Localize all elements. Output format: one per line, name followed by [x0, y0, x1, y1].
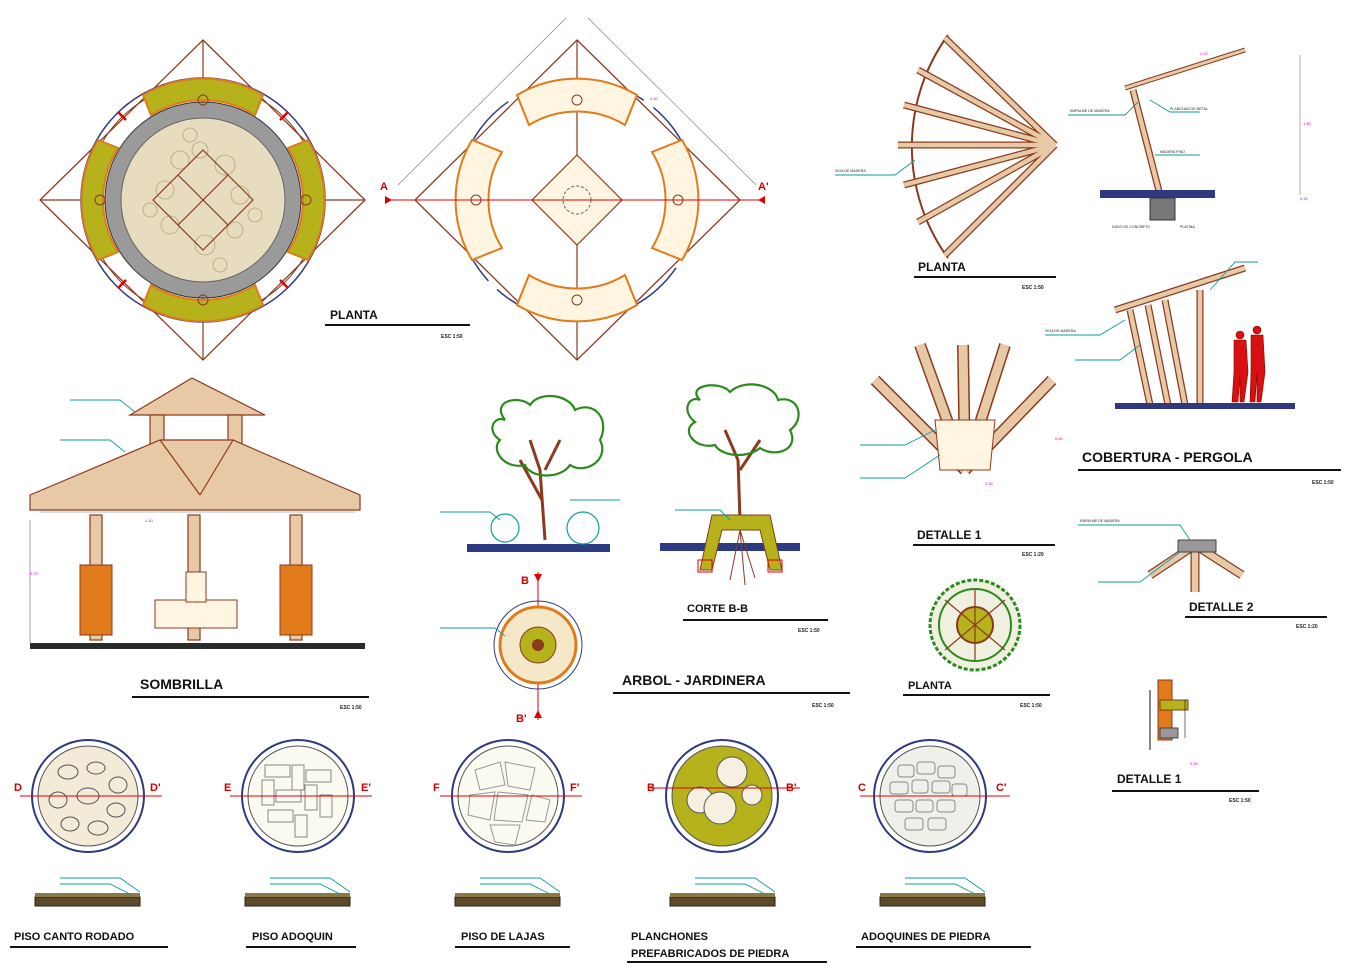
pavement-adoquines-piedra [860, 739, 1010, 907]
pavement-label-adoquines-piedra: ADOQUINES DE PIEDRA [861, 931, 991, 943]
detalle1-bench [1149, 679, 1189, 750]
cobertura-title: COBERTURA - PERGOLA [1082, 449, 1253, 465]
arbol-planta-title: PLANTA [908, 680, 952, 692]
section-mark-f-prime: F' [570, 782, 580, 794]
section-mark-a-prime: A' [758, 181, 769, 193]
sombrilla-scale: ESC 1:50 [340, 705, 362, 711]
annot-viga: VIGA DE MADERA [1045, 329, 1076, 333]
pergola-side-section [1068, 47, 1301, 221]
pergola-planta-title: PLANTA [918, 260, 966, 274]
section-mark-c: C [858, 782, 866, 794]
annot-madera-pino: MADERA PINO [1160, 150, 1185, 154]
arbol-planta-scale: ESC 1:50 [1020, 703, 1042, 709]
arbol-planta-round [928, 578, 1022, 672]
pavement-label-adoquin: PISO ADOQUIN [252, 931, 333, 943]
annot-platina: PLATINA [1180, 225, 1195, 229]
arbol-planta-small [440, 572, 583, 720]
detalle2-scale: ESC 1:20 [1296, 624, 1318, 630]
detalle1b-title-block: DETALLE 1 ESC 1:50 [1112, 772, 1259, 804]
pavement-label-canto-rodado: PISO CANTO RODADO [14, 931, 135, 943]
annot-empalme-d2: EMPALME DE MADERA [1080, 519, 1120, 523]
planta-title: PLANTA [330, 308, 378, 322]
arbol-elevation [440, 394, 620, 552]
arbol-planta-title-block: PLANTA ESC 1:50 [903, 680, 1050, 709]
cobertura-scale: ESC 1:50 [1312, 480, 1334, 486]
cobertura-title-block: COBERTURA - PERGOLA ESC 1:50 [1078, 449, 1341, 486]
section-mark-f: F [433, 782, 440, 794]
pavement-label-planchones-1: PLANCHONES [631, 931, 708, 943]
detalle1b-scale: ESC 1:50 [1229, 798, 1251, 804]
dim-planta-span: 2.40 [650, 96, 659, 101]
pavement-adoquin [230, 739, 372, 907]
detalle2-joint [1078, 524, 1245, 592]
dim-pergola-span: 2.20 [1200, 51, 1209, 56]
pavement-planchones [650, 739, 800, 907]
detalle2-title-block: DETALLE 2 ESC 1:20 [1185, 600, 1327, 630]
section-mark-c-prime: C' [996, 782, 1007, 794]
detalle1-fan [860, 342, 1057, 479]
dim-detalle1-a: 0.60 [1055, 436, 1064, 441]
section-mark-b-prime-planchones: B' [786, 782, 797, 794]
section-mark-d-prime: D' [150, 782, 161, 794]
dim-sombrilla-bay: 1.10 [145, 518, 154, 523]
pavement-label-planchones-2: PREFABRICADOS DE PIEDRA [631, 948, 789, 960]
section-mark-d: D [14, 782, 22, 794]
dim-sombrilla-height: 2.70 [30, 571, 39, 576]
detalle1-title-block: DETALLE 1 ESC 1:20 [913, 528, 1055, 558]
section-mark-a: A [380, 181, 388, 193]
planta-plan-structural [385, 17, 765, 361]
pergola-planta-scale: ESC 1:50 [1022, 285, 1044, 291]
pavement-lajas [440, 739, 582, 907]
section-mark-b-prime: B' [516, 713, 527, 725]
sombrilla-title: SOMBRILLA [140, 676, 223, 692]
planta-scale: ESC 1:50 [441, 334, 463, 340]
arbol-title-block: ARBOL - JARDINERA ESC 1:50 [613, 672, 850, 709]
sombrilla-elevation [29, 377, 365, 649]
arbol-title: ARBOL - JARDINERA [622, 672, 766, 688]
pergola-planta-title-block: PLANTA ESC 1:50 [914, 260, 1056, 291]
corte-title: CORTE B-B [687, 603, 748, 615]
dim-pergola-height: 1.80 [1303, 121, 1312, 126]
dim-base: 0.30 [1300, 196, 1309, 201]
detalle1-title: DETALLE 1 [917, 528, 982, 542]
dim-bench: 0.40 [1190, 761, 1199, 766]
corte-bb-section [660, 383, 800, 586]
corte-scale: ESC 1:50 [798, 628, 820, 634]
annot-planchas: PLANCHAS DE METAL [1170, 107, 1208, 111]
detalle1-scale: ESC 1:20 [1022, 552, 1044, 558]
planta-plan-furnished [39, 39, 366, 361]
annot-viga-fan: VIGA DE MADERA [835, 169, 866, 173]
cobertura-pergola-elevation [1045, 261, 1295, 409]
dim-detalle1-b: 1.30 [985, 481, 994, 486]
detalle2-title: DETALLE 2 [1189, 600, 1254, 614]
arbol-scale: ESC 1:50 [812, 703, 834, 709]
corte-title-block: CORTE B-B ESC 1:50 [683, 603, 828, 634]
section-mark-b: B [521, 575, 529, 587]
pergola-fan-plan [835, 34, 1058, 259]
annot-dado: DADO DE CONCRETO [1112, 225, 1150, 229]
annot-empalme: EMPALME DE MADERA [1070, 109, 1110, 113]
pavement-canto-rodado [20, 739, 162, 907]
pavement-label-lajas: PISO DE LAJAS [461, 931, 545, 943]
section-mark-b-planchones: B [647, 782, 655, 794]
section-mark-e-prime: E' [361, 782, 371, 794]
detalle1b-title: DETALLE 1 [1117, 772, 1182, 786]
planta-title-block: PLANTA ESC 1:50 [325, 308, 470, 340]
sombrilla-title-block: SOMBRILLA ESC 1:50 [132, 676, 369, 711]
section-mark-e: E [224, 782, 231, 794]
